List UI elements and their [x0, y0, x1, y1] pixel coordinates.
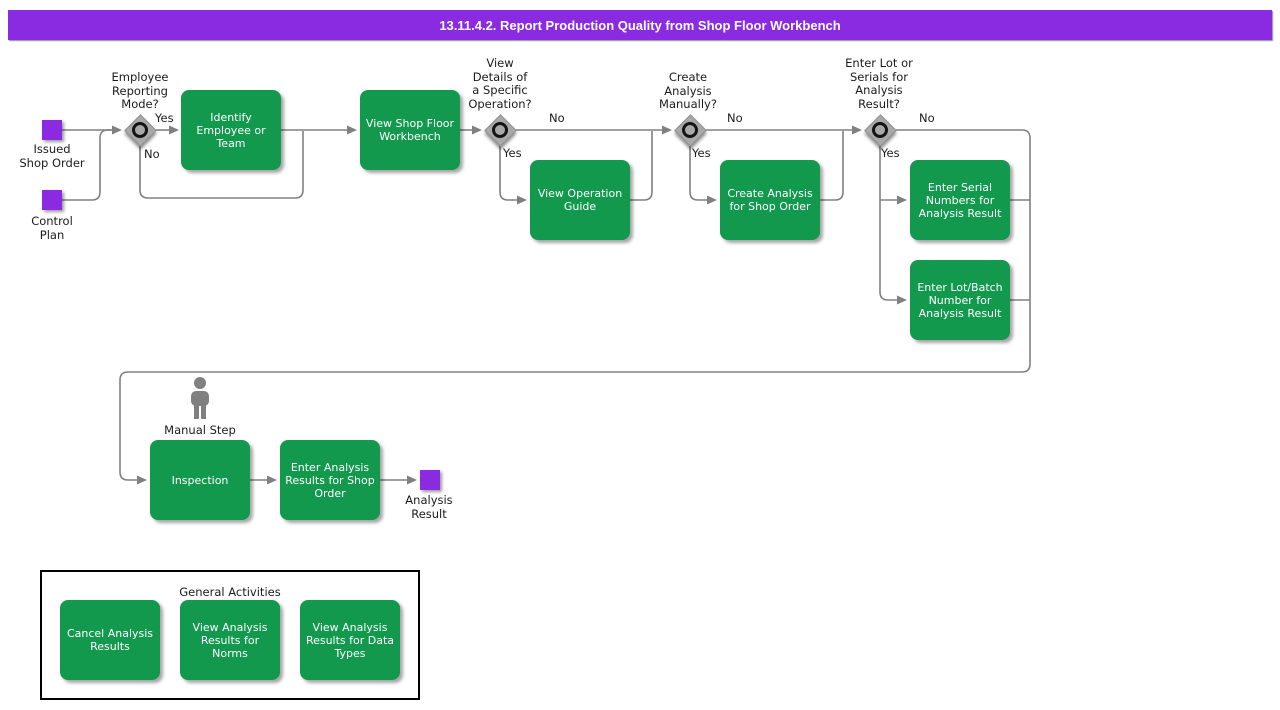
branch-yes-label: Yes — [503, 146, 522, 160]
branch-yes-label: Yes — [155, 111, 174, 125]
connector-controlplan-merge — [62, 129, 113, 201]
person-left-leg — [194, 404, 199, 419]
connector-gateway3-yes — [689, 146, 708, 201]
general-activities-title: General Activities — [179, 585, 281, 599]
gateway-employee-reporting-mode[interactable] — [123, 113, 157, 147]
activity-view-operation-guide[interactable]: View Operation Guide — [530, 160, 630, 240]
branch-yes-label: Yes — [881, 146, 900, 160]
branch-no-label: No — [144, 147, 160, 161]
arrowhead — [517, 195, 527, 205]
arrowhead — [662, 125, 672, 135]
arrowhead — [707, 195, 717, 205]
activity-label: Cancel Analysis Results — [66, 627, 154, 653]
connector-opguide-merge — [630, 131, 653, 201]
arrowhead — [897, 295, 907, 305]
event-control-plan-label: Control Plan — [31, 214, 73, 242]
activity-label: Enter Analysis Results for Shop Order — [285, 460, 375, 500]
activity-enter-analysis-results[interactable]: Enter Analysis Results for Shop Order — [280, 440, 380, 520]
activity-view-analysis-results-for-norms[interactable]: View Analysis Results for Norms — [180, 600, 280, 680]
arrowhead — [897, 195, 907, 205]
gateway-enter-lot-or-serials[interactable] — [863, 113, 897, 147]
event-analysis-result[interactable] — [420, 470, 440, 490]
arrowhead — [472, 125, 482, 135]
activity-label: Inspection — [171, 473, 229, 487]
manual-step-person-icon — [191, 377, 209, 419]
activity-enter-serial-numbers[interactable]: Enter Serial Numbers for Analysis Result — [910, 160, 1010, 240]
activity-identify-employee-or-team[interactable]: Identify Employee or Team — [181, 90, 281, 170]
branch-no-label: No — [549, 111, 565, 125]
person-head — [194, 377, 206, 389]
activity-view-shop-floor-workbench[interactable]: View Shop Floor Workbench — [360, 90, 460, 170]
branch-yes-label: Yes — [692, 146, 711, 160]
arrowhead — [407, 475, 417, 485]
activity-create-analysis-for-shop-order[interactable]: Create Analysis for Shop Order — [720, 160, 820, 240]
connector-lines — [62, 129, 1031, 481]
branch-no-label: No — [919, 111, 935, 125]
activity-view-analysis-results-for-data-types[interactable]: View Analysis Results for Data Types — [300, 600, 400, 680]
diagram-title-bar: 13.11.4.2. Report Production Quality fro… — [8, 10, 1272, 40]
gateway-create-analysis-manually[interactable] — [673, 113, 707, 147]
arrowhead — [112, 125, 122, 135]
event-issued-shop-order-label: Issued Shop Order — [19, 142, 85, 170]
person-torso — [191, 391, 209, 406]
arrowhead — [852, 125, 862, 135]
event-issued-shop-order[interactable] — [42, 120, 62, 140]
connector-gateway2-yes — [499, 146, 518, 201]
activity-inspection[interactable]: Inspection — [150, 440, 250, 520]
event-analysis-result-label: Analysis Result — [405, 493, 453, 521]
activity-label: Enter Lot/Batch Number for Analysis Resu… — [917, 280, 1003, 320]
connector-gateway4-yes-down — [879, 146, 898, 301]
question-view-details-operation: View Details of a Specific Operation? — [468, 56, 532, 111]
connector-gateway4-no-loop — [119, 129, 1031, 481]
arrowheads — [112, 125, 907, 485]
activity-cancel-analysis-results[interactable]: Cancel Analysis Results — [60, 600, 160, 680]
person-right-leg — [201, 404, 206, 419]
manual-step-label: Manual Step — [164, 423, 236, 437]
question-create-analysis-manually: Create Analysis Manually? — [659, 70, 717, 111]
gateway-view-details-operation[interactable] — [483, 113, 517, 147]
arrowhead — [169, 125, 179, 135]
page-title: 13.11.4.2. Report Production Quality fro… — [439, 17, 841, 33]
gateway-ring-icon — [872, 122, 888, 138]
arrowhead — [137, 475, 147, 485]
event-control-plan[interactable] — [42, 190, 62, 210]
branch-no-label: No — [727, 111, 743, 125]
arrowhead — [267, 475, 277, 485]
connector-gateway1-no-bypass — [139, 131, 304, 199]
arrowhead — [347, 125, 357, 135]
activity-label: Create Analysis for Shop Order — [727, 187, 813, 213]
question-enter-lot-or-serials: Enter Lot or Serials for Analysis Result… — [845, 56, 913, 111]
question-employee-reporting-mode: Employee Reporting Mode? — [111, 70, 169, 111]
activity-enter-lot-batch-number[interactable]: Enter Lot/Batch Number for Analysis Resu… — [910, 260, 1010, 340]
connector-createanalysis-merge — [820, 131, 844, 201]
gateway-ring-icon — [132, 122, 148, 138]
activity-label: View Analysis Results for Norms — [192, 620, 268, 660]
activity-label: Identify Employee or Team — [196, 110, 266, 150]
gateway-ring-icon — [492, 122, 508, 138]
activity-label: View Operation Guide — [537, 187, 623, 213]
activity-label: View Shop Floor Workbench — [365, 117, 455, 143]
gateway-ring-icon — [682, 122, 698, 138]
activity-label: View Analysis Results for Data Types — [305, 620, 395, 660]
activity-label: Enter Serial Numbers for Analysis Result — [918, 180, 1002, 220]
